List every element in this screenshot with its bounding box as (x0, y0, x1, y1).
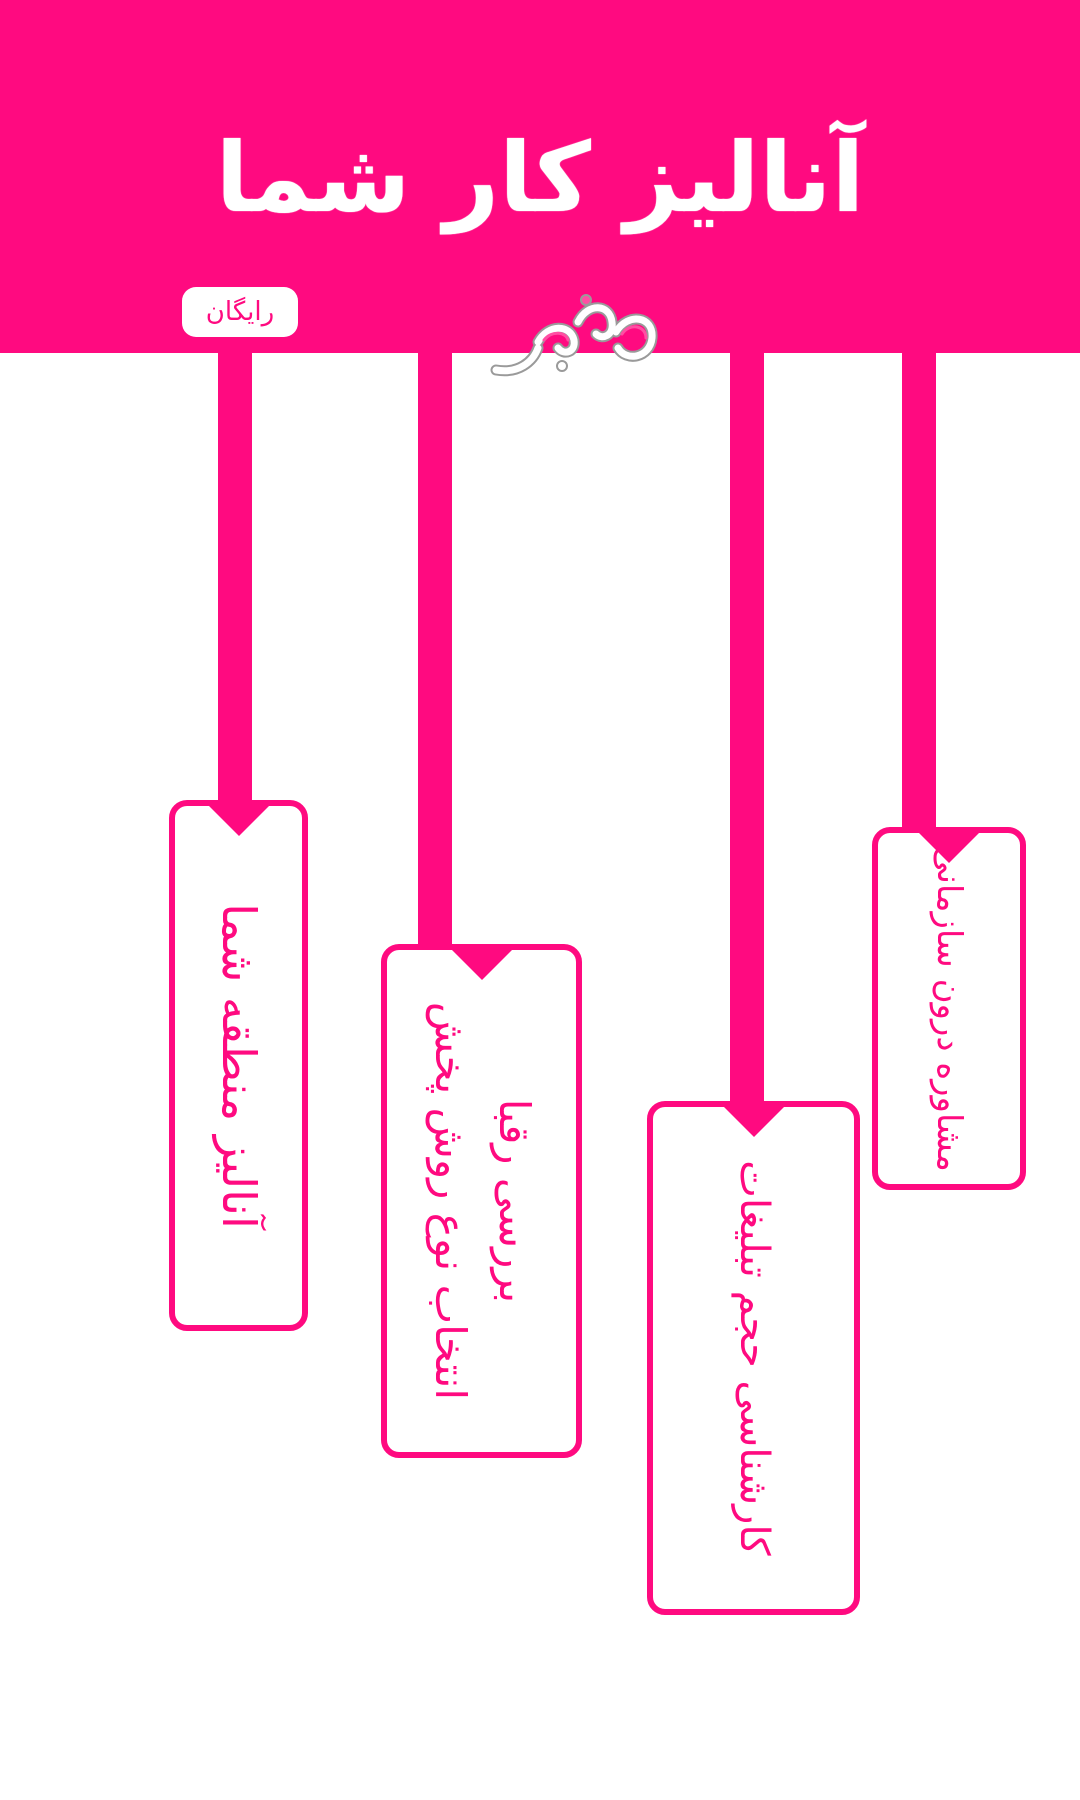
card-internal-consulting: مشاوره درون سازمانی (872, 827, 1026, 1190)
card-ad-volume: کارشناسی حجم تبلیغات (647, 1101, 860, 1615)
card-label: آنالیز منطقه شما (211, 902, 266, 1229)
card-label: مشاوره درون سازمانی (929, 845, 969, 1172)
page-title: آنالیز کار شما (215, 122, 865, 234)
free-badge: رایگان (182, 287, 298, 337)
card-competitors: بررسی رقبا انتخاب نوع روش پخش (381, 944, 582, 1458)
arrow-head-2 (447, 946, 516, 980)
card-label-line-2: انتخاب نوع روش پخش (425, 1001, 475, 1401)
brand-logo-icon (490, 294, 658, 377)
card-label-line-1: بررسی رقبا (489, 1098, 539, 1304)
arrow-shaft-3 (730, 353, 764, 1108)
card-area-analysis: آنالیز منطقه شما (169, 800, 308, 1331)
arrow-head-4 (915, 829, 983, 863)
arrow-head-3 (719, 1103, 788, 1137)
card-label: کارشناسی حجم تبلیغات (730, 1160, 777, 1556)
arrow-shaft-1 (218, 353, 252, 808)
header-banner (0, 0, 1080, 353)
arrow-shaft-4 (902, 353, 936, 831)
card-label-group: بررسی رقبا انتخاب نوع روش پخش (418, 1002, 546, 1400)
arrow-shaft-2 (418, 353, 452, 950)
arrow-head-1 (204, 802, 273, 836)
